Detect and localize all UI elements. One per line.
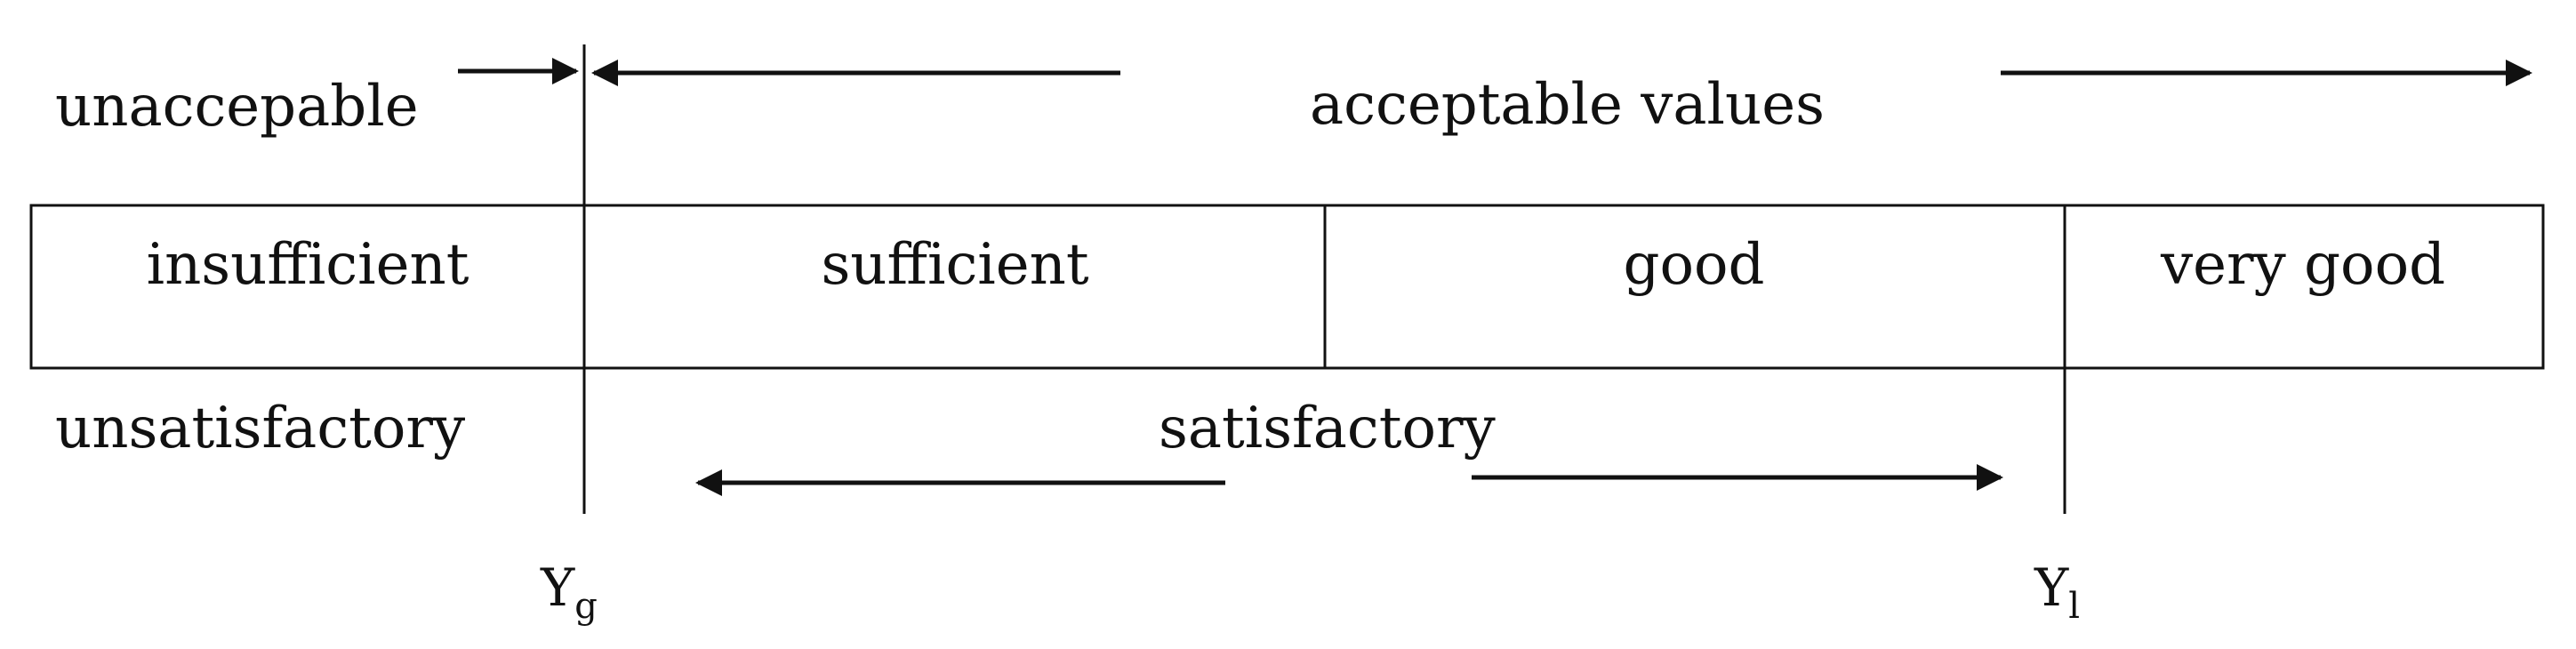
satisfactory-label: satisfactory: [1159, 396, 1496, 461]
cell-good: good: [1623, 232, 1765, 298]
cell-sufficient: sufficient: [821, 232, 1089, 298]
acceptable-values-label: acceptable values: [1310, 72, 1825, 138]
threshold-yl-symbol: Y: [2034, 557, 2069, 618]
cell-insufficient: insufficient: [146, 232, 469, 298]
threshold-yl-label: Yl: [2034, 562, 2080, 624]
threshold-yg-label: Yg: [541, 562, 598, 624]
threshold-yl-subscript: l: [2068, 586, 2081, 627]
unsatisfactory-label: unsatisfactory: [55, 396, 466, 461]
threshold-yg-symbol: Y: [541, 557, 575, 618]
threshold-yg-subscript: g: [574, 586, 598, 627]
cell-very-good: very good: [2160, 232, 2446, 298]
scale-box: [29, 204, 2545, 370]
unacceptable-label: unaccepable: [55, 74, 419, 140]
